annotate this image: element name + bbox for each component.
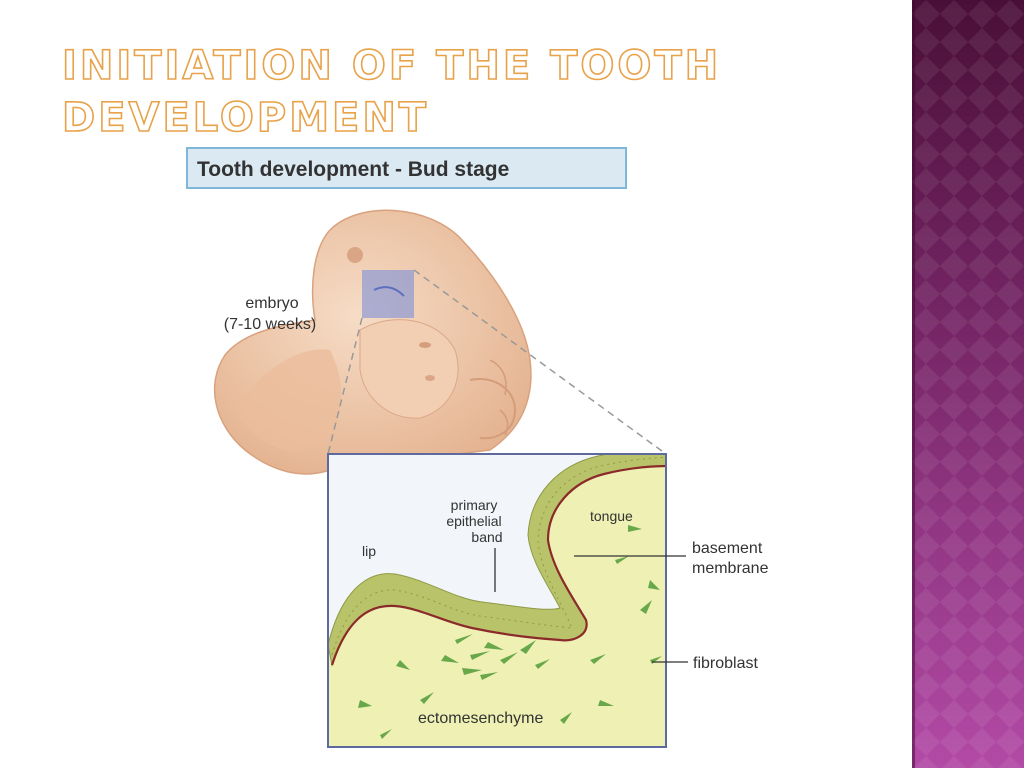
primary-band-label-3: band [471,529,502,545]
zoom-region-marker [362,270,414,318]
ectomesenchyme-label: ectomesenchyme [418,710,543,727]
primary-band-label-2: epithelial [446,513,501,529]
title-line-1: INITIATION OF THE TOOTH [61,42,722,90]
zoom-guide-lines [327,269,667,455]
banner-text: Tooth development - Bud stage [197,158,509,181]
leader-lines [494,548,688,663]
bud-stage-inset [327,453,667,748]
fibroblast-label: fibroblast [693,655,758,672]
embryo-label: embryo [245,295,298,312]
decorative-sidebar [912,0,1024,768]
lip-label: lip [362,543,376,559]
title-line-2: DEVELOPMENT [61,94,430,142]
tongue-label: tongue [590,508,633,524]
diagram-banner: Tooth development - Bud stage [186,147,627,189]
basement-membrane-label-2: membrane [692,560,769,577]
slide-title: INITIATION OF THE TOOTH DEVELOPMENT [61,40,722,144]
tooth-diagram: Tooth development - Bud stage embryo (7-… [186,147,769,748]
primary-band-label-1: primary [451,497,498,513]
embryo-illustration [213,209,532,475]
basement-membrane-label-1: basement [692,540,763,557]
embryo-age-label: (7-10 weeks) [224,316,316,333]
